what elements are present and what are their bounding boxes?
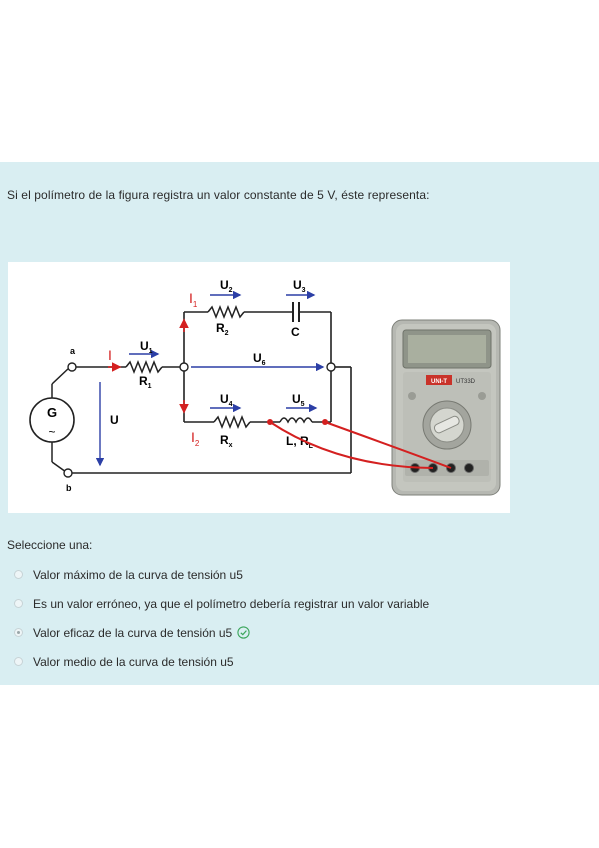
terminal-a — [67, 362, 77, 372]
generator: G ~ — [29, 384, 75, 462]
generator-symbol: ~ — [48, 425, 55, 439]
voltage-U5-label: U5 — [292, 392, 305, 408]
answer-options: Valor máximo de la curva de tensión u5 E… — [14, 560, 429, 676]
resistor-Rx — [213, 414, 251, 430]
brand-badge — [426, 375, 452, 385]
probe-wire-1 — [269, 421, 434, 469]
resistor-Rx-label: Rx — [220, 433, 233, 449]
terminal-b — [63, 468, 73, 478]
answer-option[interactable]: Valor máximo de la curva de tensión u5 — [14, 560, 429, 589]
check-circle-icon — [237, 626, 250, 639]
current-I-label: I — [108, 347, 112, 363]
voltage-U-label: U — [110, 413, 119, 427]
capacitor-C-label: C — [291, 325, 300, 339]
answer-option-label: Valor eficaz de la curva de tensión u5 — [33, 625, 233, 640]
inductor-label: L, RL — [286, 434, 314, 450]
circuit-figure: G ~ a b I U1 R1 — [8, 262, 510, 513]
multimeter: UNI-T UT33D — [391, 319, 501, 496]
voltage-U2-label: U2 — [220, 278, 233, 294]
radio-button[interactable] — [14, 657, 23, 666]
current-I2-label: I2 — [191, 429, 200, 448]
node-a-label: a — [70, 346, 76, 356]
current-I1-label: I1 — [189, 290, 198, 309]
probe-wire-2 — [324, 421, 452, 469]
radio-button[interactable] — [14, 570, 23, 579]
resistor-R2-label: R2 — [216, 321, 229, 337]
model-label: UT33D — [456, 379, 476, 385]
answer-option[interactable]: Valor eficaz de la curva de tensión u5 — [14, 618, 429, 647]
voltage-U1-label: U1 — [140, 339, 153, 355]
answer-option[interactable]: Es un valor erróneo, ya que el polímetro… — [14, 589, 429, 618]
voltage-U3-label: U3 — [293, 278, 306, 294]
node-left — [179, 362, 189, 372]
inductor-L — [279, 417, 313, 424]
answer-option-label: Valor medio de la curva de tensión u5 — [33, 654, 234, 669]
resistor-R2 — [207, 304, 245, 320]
brand-label: UNI-T — [431, 379, 447, 385]
circuit-diagram: G ~ a b I U1 R1 — [29, 278, 501, 496]
answer-option-label: Valor máximo de la curva de tensión u5 — [33, 567, 243, 582]
radio-button[interactable] — [14, 599, 23, 608]
radio-button-selected[interactable] — [14, 628, 23, 637]
answer-option[interactable]: Valor medio de la curva de tensión u5 — [14, 647, 429, 676]
question-panel: Si el polímetro de la figura registra un… — [0, 162, 599, 685]
question-text: Si el polímetro de la figura registra un… — [7, 188, 430, 202]
voltage-U6-label: U6 — [253, 351, 266, 367]
resistor-R1 — [125, 359, 163, 375]
generator-label: G — [47, 405, 57, 420]
resistor-R1-label: R1 — [139, 374, 152, 390]
select-label: Seleccione una: — [7, 538, 93, 552]
node-right — [326, 362, 336, 372]
answer-option-label: Es un valor erróneo, ya que el polímetro… — [33, 596, 430, 611]
node-b-label: b — [66, 483, 72, 493]
voltage-U4-label: U4 — [220, 392, 233, 408]
